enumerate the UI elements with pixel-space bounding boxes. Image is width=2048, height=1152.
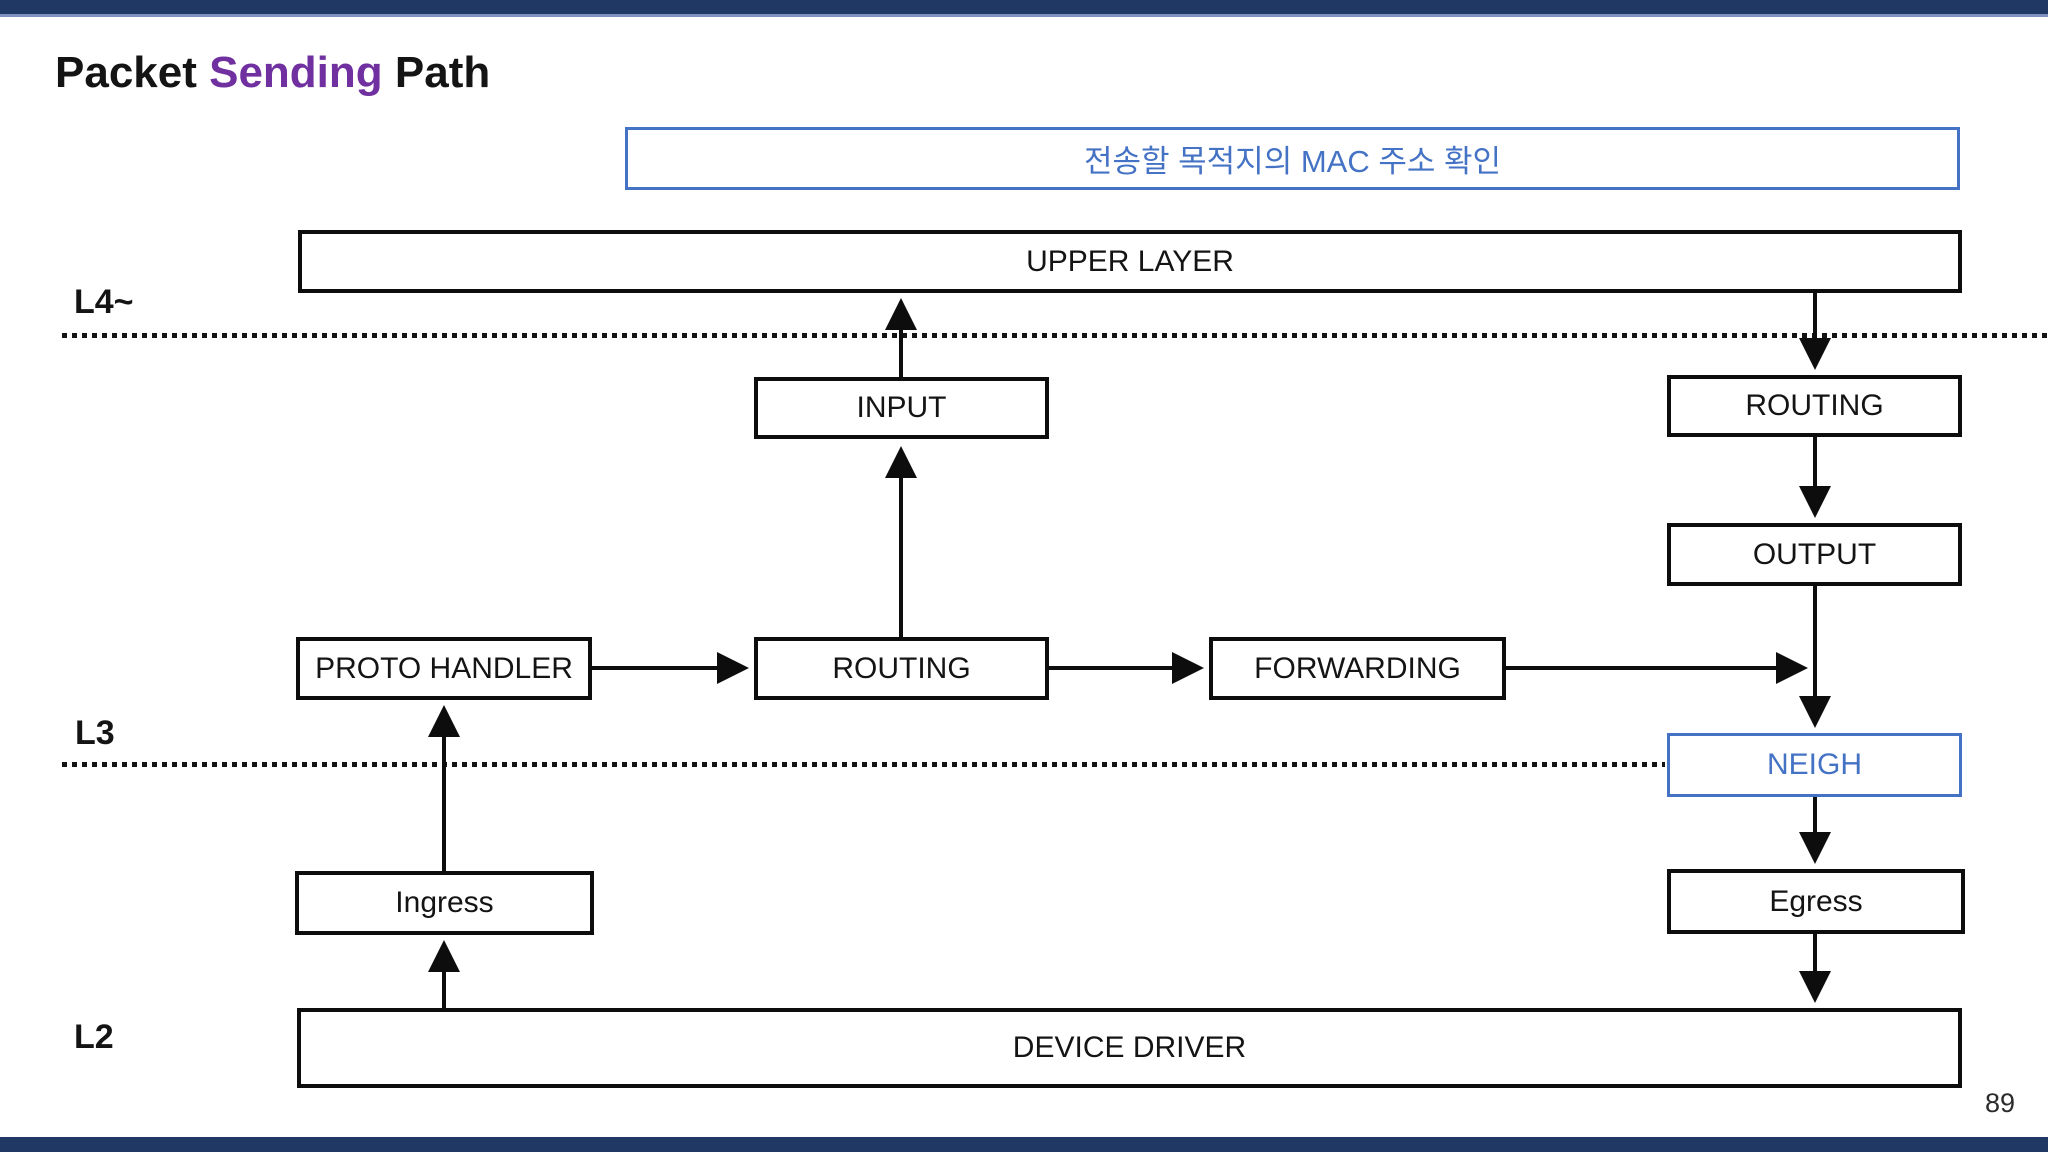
slide-title: Packet Sending Path (55, 48, 490, 98)
slide-top-bar (0, 0, 2048, 14)
node-neigh: NEIGH (1667, 733, 1962, 797)
layer-separator-l4 (62, 333, 2048, 338)
node-device-driver: DEVICE DRIVER (297, 1008, 1962, 1088)
node-proto-handler-label: PROTO HANDLER (315, 651, 573, 685)
title-part-2: Sending (209, 48, 383, 97)
node-neigh-label: NEIGH (1766, 748, 1862, 781)
node-upper-layer: UPPER LAYER (298, 230, 1962, 293)
node-upper-layer-label: UPPER LAYER (1026, 244, 1234, 278)
node-output: OUTPUT (1667, 523, 1962, 586)
node-input: INPUT (754, 377, 1049, 439)
node-forwarding-label: FORWARDING (1254, 651, 1461, 685)
title-part-3: Path (382, 48, 491, 97)
node-ingress: Ingress (295, 871, 594, 935)
title-part-1: Packet (55, 48, 210, 97)
layer-separator-l3 (62, 762, 1665, 767)
layer-label-l4: L4~ (74, 283, 134, 321)
annotation-mac-address-note: 전송할 목적지의 MAC 주소 확인 (625, 127, 1960, 190)
page-number: 89 (1984, 1088, 2015, 1118)
node-egress-label: Egress (1769, 884, 1863, 918)
node-ingress-label: Ingress (395, 886, 494, 919)
node-output-label: OUTPUT (1752, 537, 1877, 571)
slide-top-bar-accent (0, 14, 2048, 17)
slide-bottom-bar (0, 1137, 2048, 1152)
node-proto-handler: PROTO HANDLER (296, 637, 592, 700)
node-forwarding: FORWARDING (1209, 637, 1506, 700)
node-routing-egress-path: ROUTING (1667, 375, 1962, 437)
node-routing-center-label: ROUTING (832, 651, 971, 685)
node-egress: Egress (1667, 869, 1965, 934)
layer-label-l2: L2 (74, 1018, 114, 1056)
layer-label-l3: L3 (75, 714, 115, 752)
node-routing-egress-path-label: ROUTING (1745, 389, 1884, 422)
annotation-text: 전송할 목적지의 MAC 주소 확인 (1083, 144, 1502, 179)
node-routing-center: ROUTING (754, 637, 1049, 700)
node-input-label: INPUT (856, 391, 947, 424)
node-device-driver-label: DEVICE DRIVER (1012, 1031, 1247, 1064)
